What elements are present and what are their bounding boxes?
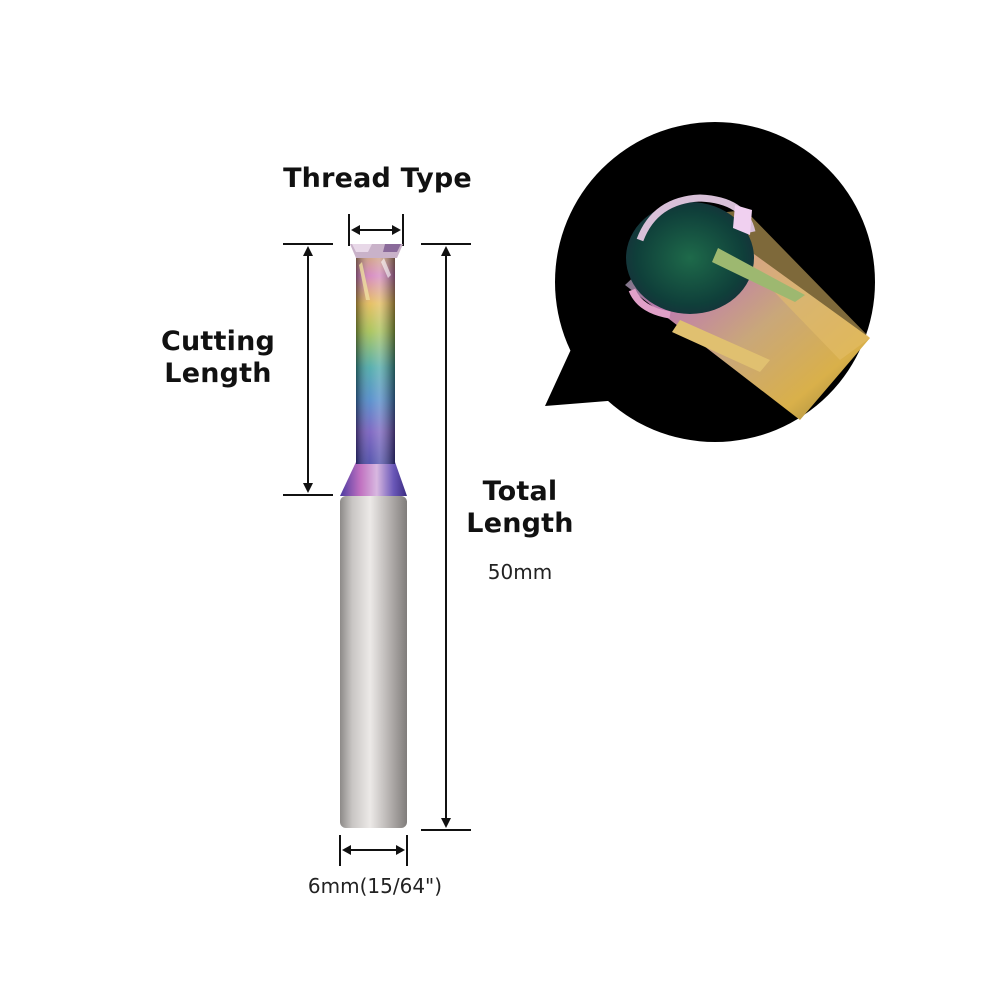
cutting-length-dimension [283,243,333,496]
cutting-length-label-line2: Length [164,358,272,389]
total-length-value: 50mm [487,560,553,584]
thread-mill-tool [340,244,407,828]
total-length-label-line2: Length [466,508,574,539]
thread-type-dimension [348,214,404,246]
thread-type-label: Thread Type [283,163,472,194]
zoom-callout [545,122,875,442]
total-length-label: Total Length [455,476,585,540]
shank-diameter-dimension [339,835,408,866]
shank-diameter-value: 6mm(15/64") [307,874,443,898]
total-length-label-line1: Total [482,476,558,507]
total-length-dimension [421,243,471,831]
cutting-length-label: Cutting Length [148,326,288,390]
cutting-length-label-line1: Cutting [160,326,276,357]
